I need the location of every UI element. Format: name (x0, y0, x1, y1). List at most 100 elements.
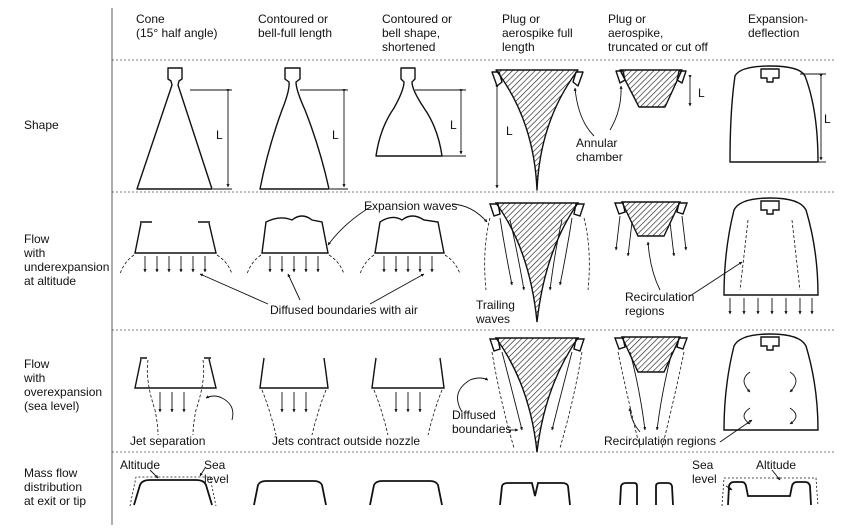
chamber-r2 (676, 202, 688, 215)
annotation-altitude-ed: Altitude (756, 458, 797, 472)
jet-boundary (146, 359, 159, 436)
chamber-r (573, 203, 585, 217)
truncated-chamber-left (615, 70, 626, 84)
diffused-boundary (246, 254, 262, 275)
plug-flow (626, 221, 633, 257)
leader-line (771, 469, 781, 481)
annotation-altitude: Altitude (120, 458, 161, 472)
column-header-plug-full: Plug or aerospike full length (502, 12, 573, 54)
truncated-chamber-right (676, 70, 687, 84)
dimension-label: L (698, 86, 705, 100)
dimension-label: L (506, 124, 513, 138)
annotation-expansion-waves: Expansion waves (364, 199, 458, 213)
leader-line (205, 395, 234, 421)
aerospike-trunc-underexp (620, 201, 682, 237)
jet-boundary (192, 359, 205, 436)
plug-flow (614, 215, 621, 251)
plug-flow (548, 219, 563, 291)
chamber-l4 (614, 337, 626, 350)
row-label-shape: Shape (24, 118, 59, 132)
jet-boundary (373, 389, 389, 436)
annotation-recirculation-regions: Recirculation regions (625, 290, 695, 318)
ed-pintle-3 (760, 336, 780, 351)
mass-flow-ed (727, 481, 812, 506)
chamber-l2 (614, 202, 626, 215)
bell-full-exit-overexp (259, 357, 329, 389)
ed-recirc (743, 371, 751, 393)
cone-exit-overexp (134, 357, 217, 389)
ed-recirc (789, 407, 797, 425)
annotation-diffused-boundaries-air: Diffused boundaries with air (270, 303, 418, 317)
chamber-r4 (676, 337, 688, 350)
column-header-expansion-deflection: Expansion- deflection (748, 12, 809, 40)
plug-overexp-flow (501, 351, 523, 431)
plug-flow (669, 221, 676, 257)
row-label-mass-flow: Mass flow distribution at exit or tip (24, 466, 87, 508)
annotation-recirculation-regions-2: Recirculation regions (604, 434, 717, 448)
dimension-label: L (332, 128, 339, 142)
ed-wave (791, 219, 801, 291)
mass-flow-bell-short (369, 480, 443, 506)
ed-underexp (723, 197, 819, 296)
leader-line (327, 205, 373, 246)
chamber-l (489, 203, 501, 217)
chamber-l3 (489, 338, 501, 352)
bell-short-nozzle-shape (375, 67, 443, 157)
annular-chamber-left (491, 71, 503, 87)
ed-overexp (723, 333, 819, 431)
leader-line (573, 87, 595, 137)
aerospike-trunc-overexp (620, 336, 682, 373)
diffused-boundary (328, 254, 345, 275)
leader-line (719, 419, 753, 443)
column-header-plug-truncated: Plug or aerospike, truncated or cut off (608, 12, 708, 54)
plug-overexp-flow (551, 351, 573, 431)
ed-recirc (789, 371, 797, 393)
diffused-boundary (119, 254, 135, 275)
trunc-overexp-flow (629, 351, 647, 431)
diffused-boundary (444, 254, 461, 275)
leader-line (199, 273, 269, 305)
leader-line (451, 203, 488, 223)
column-header-bell-short: Contoured or bell shape, shortened (382, 12, 453, 54)
aerospike-full-underexp (494, 202, 580, 323)
annotation-diffused-boundaries: Diffused boundaries (452, 408, 512, 436)
bell-full-nozzle-shape (259, 67, 330, 190)
row-label-overexpansion: Flow with overexpansion (sea level) (24, 357, 103, 413)
leader-line (609, 85, 623, 131)
mass-flow-plug-trunc-left (619, 482, 638, 506)
chamber-r3 (573, 338, 585, 352)
plug-flow (559, 217, 573, 286)
dimension-label: L (216, 128, 223, 142)
leader-line (628, 407, 641, 433)
aerospike-full-overexp (494, 337, 580, 453)
diffused-boundary (484, 217, 491, 291)
aerospike-truncated-shape (619, 69, 683, 108)
leader-line (369, 273, 425, 305)
ed-nozzle-shape (729, 65, 819, 163)
ed-pintle (760, 68, 780, 83)
jet-boundary (427, 389, 443, 436)
leader-line (149, 469, 159, 479)
bell-short-exit-underexp (374, 215, 445, 254)
plug-flow (681, 215, 688, 251)
row-dividers (112, 59, 836, 453)
annotation-annular-chamber: Annular chamber (576, 136, 623, 164)
column-header-cone: Cone (15° half angle) (136, 12, 218, 40)
diffused-boundary (359, 254, 375, 275)
jet-boundary (261, 389, 277, 436)
leader-line (287, 273, 301, 301)
bell-full-exit-underexp (261, 215, 329, 254)
annotation-trailing-waves: Trailing waves (476, 298, 515, 326)
bell-short-exit-overexp (371, 357, 445, 389)
row-label-underexpansion: Flow with underexpansion at altitude (24, 232, 110, 288)
ed-wave (739, 219, 749, 291)
leader-line (689, 261, 743, 297)
leader-line (646, 241, 661, 291)
trunc-overexp-flow (655, 351, 673, 431)
annotation-sea-level-ed: Sea level (692, 458, 717, 486)
mass-flow-cone (133, 479, 213, 506)
annotation-jets-contract: Jets contract outside nozzle (272, 434, 421, 448)
cone-nozzle-shape (136, 67, 213, 190)
